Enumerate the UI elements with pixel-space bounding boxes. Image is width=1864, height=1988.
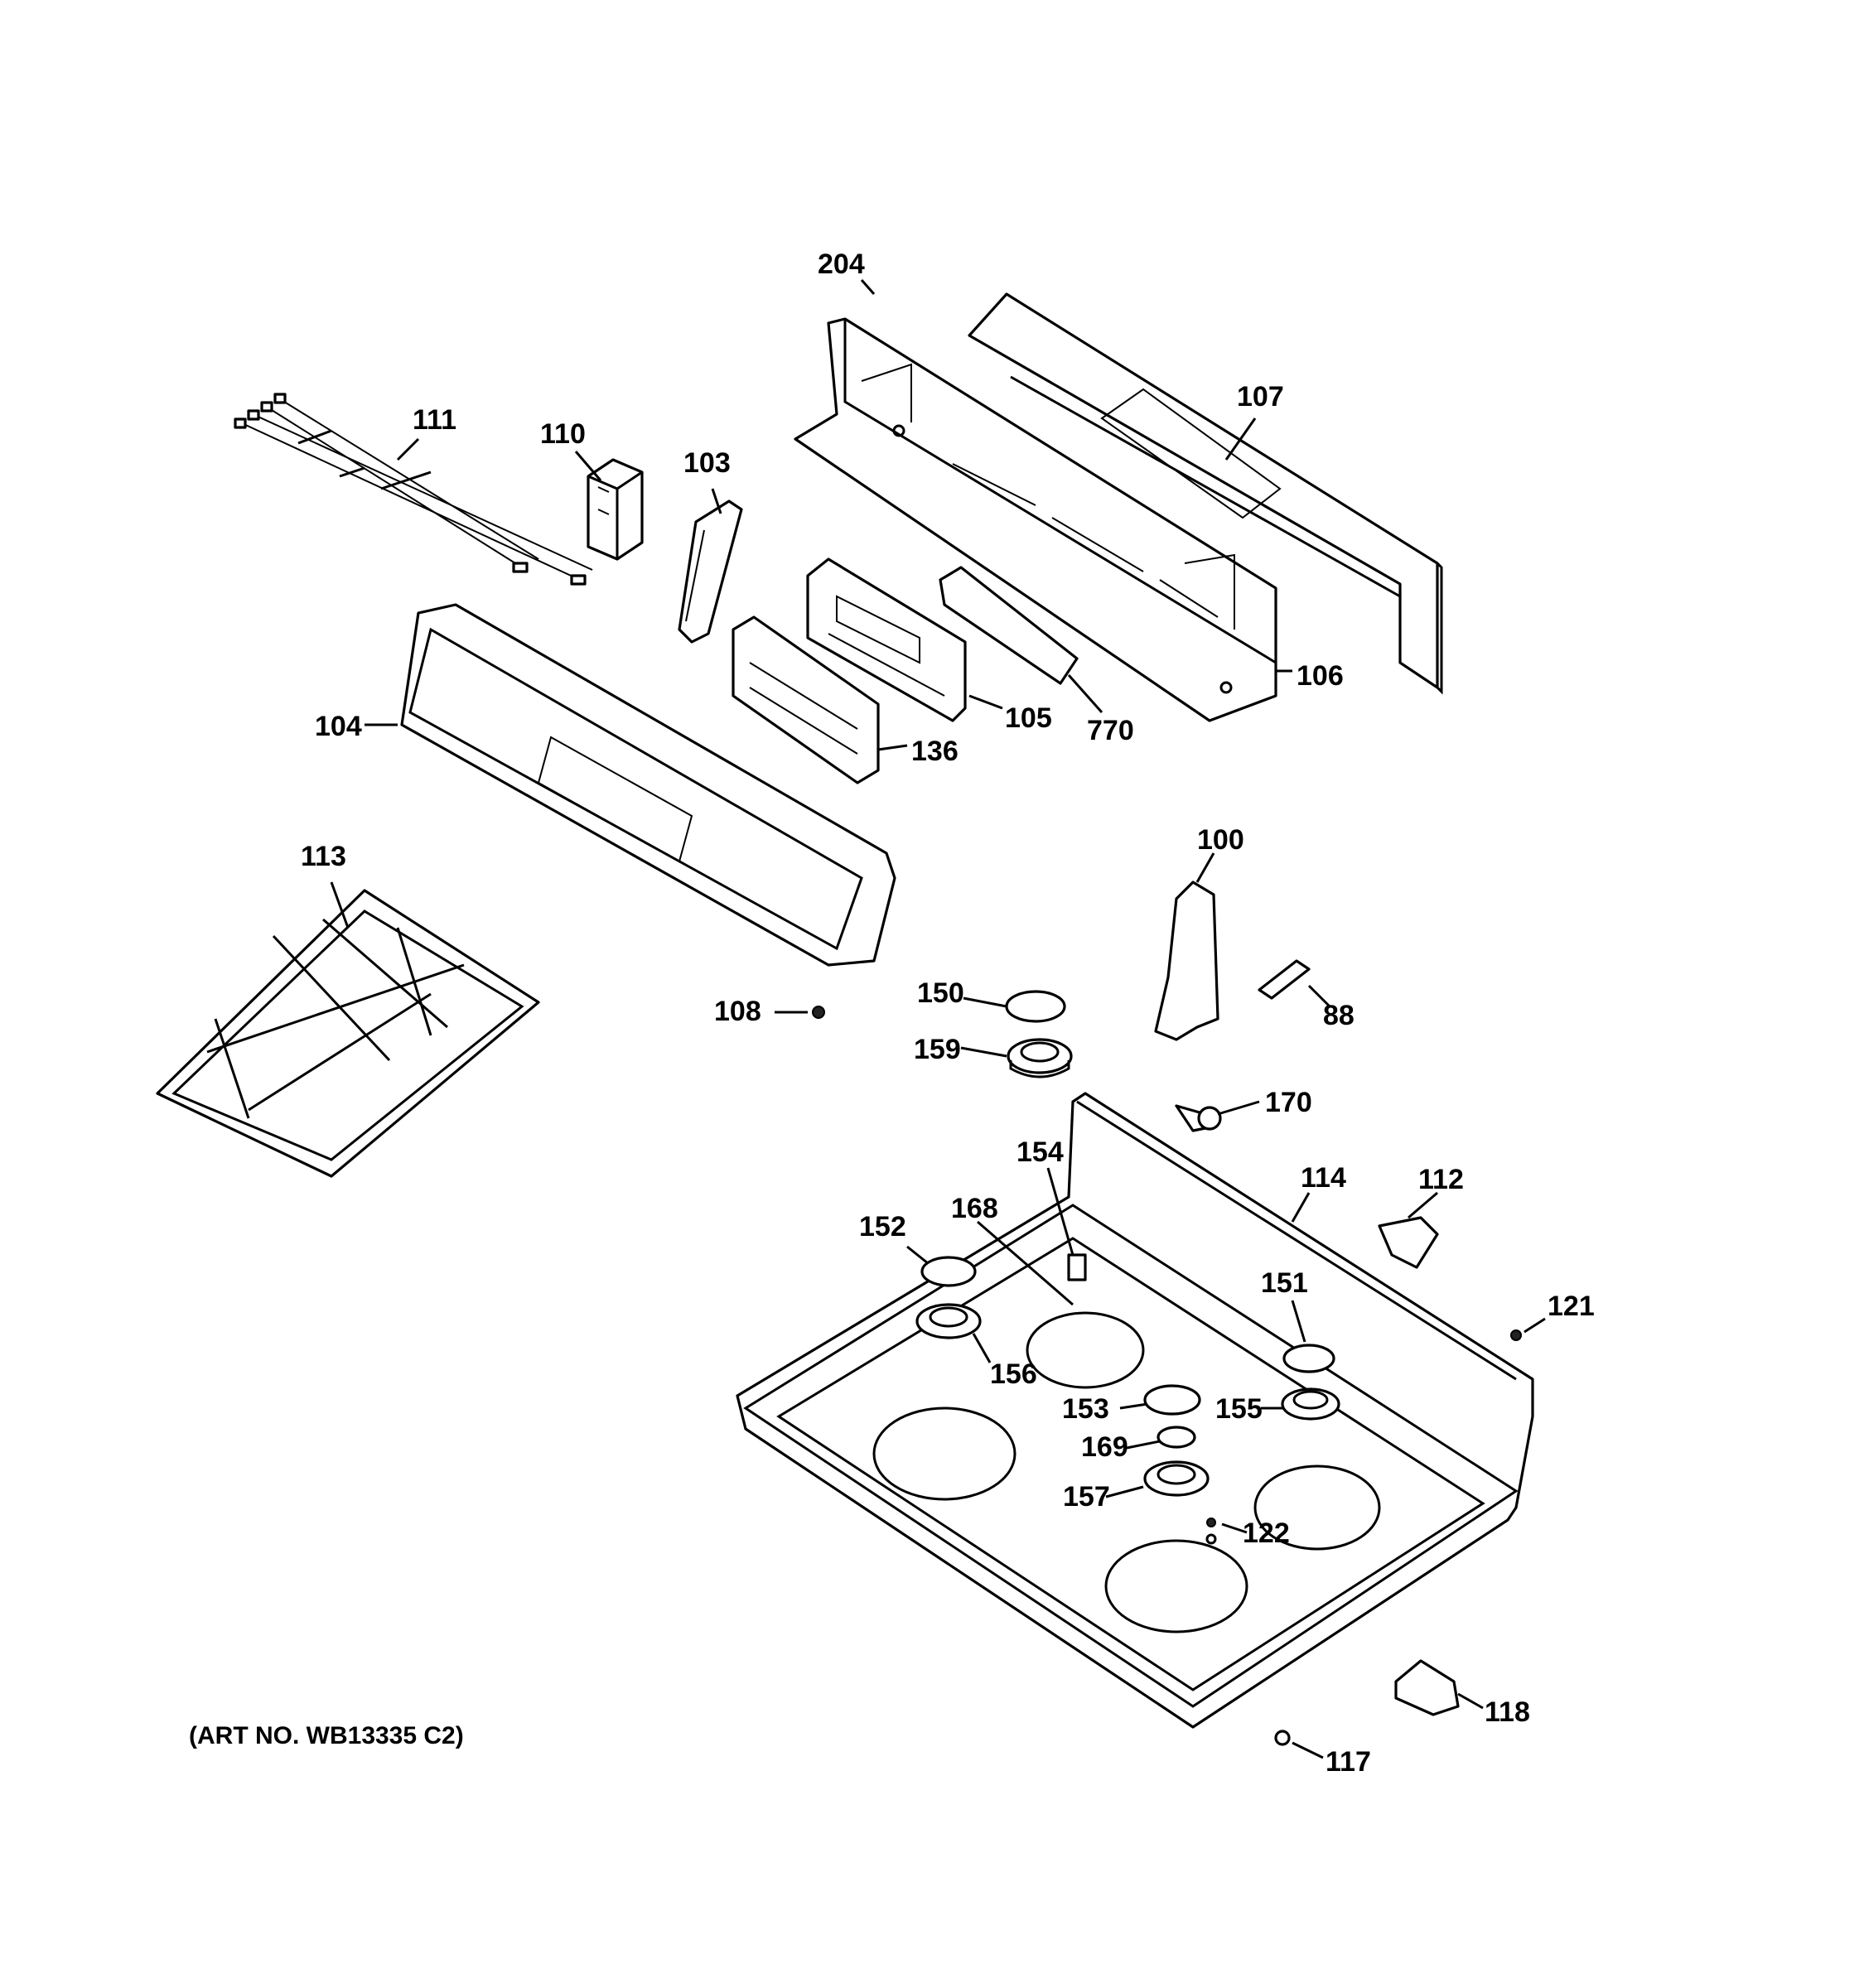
callout-156: 156 xyxy=(990,1358,1037,1390)
callout-104: 104 xyxy=(315,711,362,742)
callout-151: 151 xyxy=(1261,1267,1308,1299)
part-switch-box xyxy=(587,458,644,561)
callout-107: 107 xyxy=(1237,381,1284,413)
callout-100: 100 xyxy=(1197,824,1244,856)
callout-122: 122 xyxy=(1243,1518,1290,1549)
part-screw-122 xyxy=(1205,1518,1217,1545)
part-screw-121 xyxy=(1510,1329,1522,1341)
part-bracket-100 xyxy=(1154,881,1219,1041)
callout-110: 110 xyxy=(540,418,586,450)
callout-154: 154 xyxy=(1017,1136,1064,1168)
part-backguard-frame xyxy=(794,317,1277,722)
part-118 xyxy=(1394,1659,1460,1716)
callout-153: 153 xyxy=(1062,1393,1109,1425)
part-rear-panel xyxy=(968,292,1443,695)
part-cooktop xyxy=(736,1092,1534,1729)
callout-113: 113 xyxy=(301,841,346,872)
callout-106: 106 xyxy=(1297,660,1344,692)
art-number-caption: (ART NO. WB13335 C2) xyxy=(189,1722,464,1749)
callout-117: 117 xyxy=(1326,1746,1371,1778)
callout-155: 155 xyxy=(1215,1393,1263,1425)
callout-108: 108 xyxy=(714,996,761,1027)
part-burner-156 xyxy=(915,1303,982,1339)
part-cap-151 xyxy=(1282,1344,1335,1373)
callout-159: 159 xyxy=(914,1034,961,1065)
part-control-board xyxy=(806,557,967,722)
part-nut-117 xyxy=(1274,1730,1291,1746)
callout-121: 121 xyxy=(1548,1291,1595,1322)
part-burner-159 xyxy=(1007,1038,1073,1078)
part-strip xyxy=(939,566,1079,685)
callout-152: 152 xyxy=(859,1211,906,1242)
callout-150: 150 xyxy=(917,977,964,1009)
part-burner-155 xyxy=(1281,1387,1340,1421)
part-control-panel xyxy=(400,603,896,967)
part-screw-170 xyxy=(1175,1104,1222,1132)
callout-105: 105 xyxy=(1005,702,1052,734)
part-burner-157 xyxy=(1143,1460,1210,1497)
callout-111: 111 xyxy=(413,404,456,436)
callout-157: 157 xyxy=(1063,1481,1110,1513)
callout-118: 118 xyxy=(1485,1696,1530,1728)
callout-770: 770 xyxy=(1087,715,1134,746)
callout-114: 114 xyxy=(1301,1162,1346,1194)
part-112 xyxy=(1378,1216,1439,1269)
part-88 xyxy=(1258,959,1311,1000)
part-cap-152 xyxy=(920,1256,977,1287)
leader-lines xyxy=(330,279,1546,1759)
callout-169: 169 xyxy=(1081,1431,1128,1463)
part-overlay xyxy=(732,615,880,784)
part-orifice-154 xyxy=(1067,1253,1087,1281)
part-wire-harness xyxy=(234,393,593,586)
part-cap-150 xyxy=(1005,990,1066,1023)
callout-136: 136 xyxy=(911,736,959,767)
part-cap-153 xyxy=(1143,1384,1201,1416)
callout-204: 204 xyxy=(818,248,865,280)
callout-labels: 204 107 111 110 103 106 105 770 104 136 … xyxy=(301,248,1595,1778)
part-bracket xyxy=(678,499,743,644)
callout-112: 112 xyxy=(1418,1164,1464,1195)
part-cap-169 xyxy=(1157,1426,1196,1449)
callout-170: 170 xyxy=(1265,1087,1312,1118)
callout-88: 88 xyxy=(1323,1000,1355,1031)
callout-103: 103 xyxy=(683,447,731,479)
part-screw-108 xyxy=(812,1006,825,1019)
part-grate xyxy=(156,889,540,1178)
callout-168: 168 xyxy=(951,1193,998,1224)
